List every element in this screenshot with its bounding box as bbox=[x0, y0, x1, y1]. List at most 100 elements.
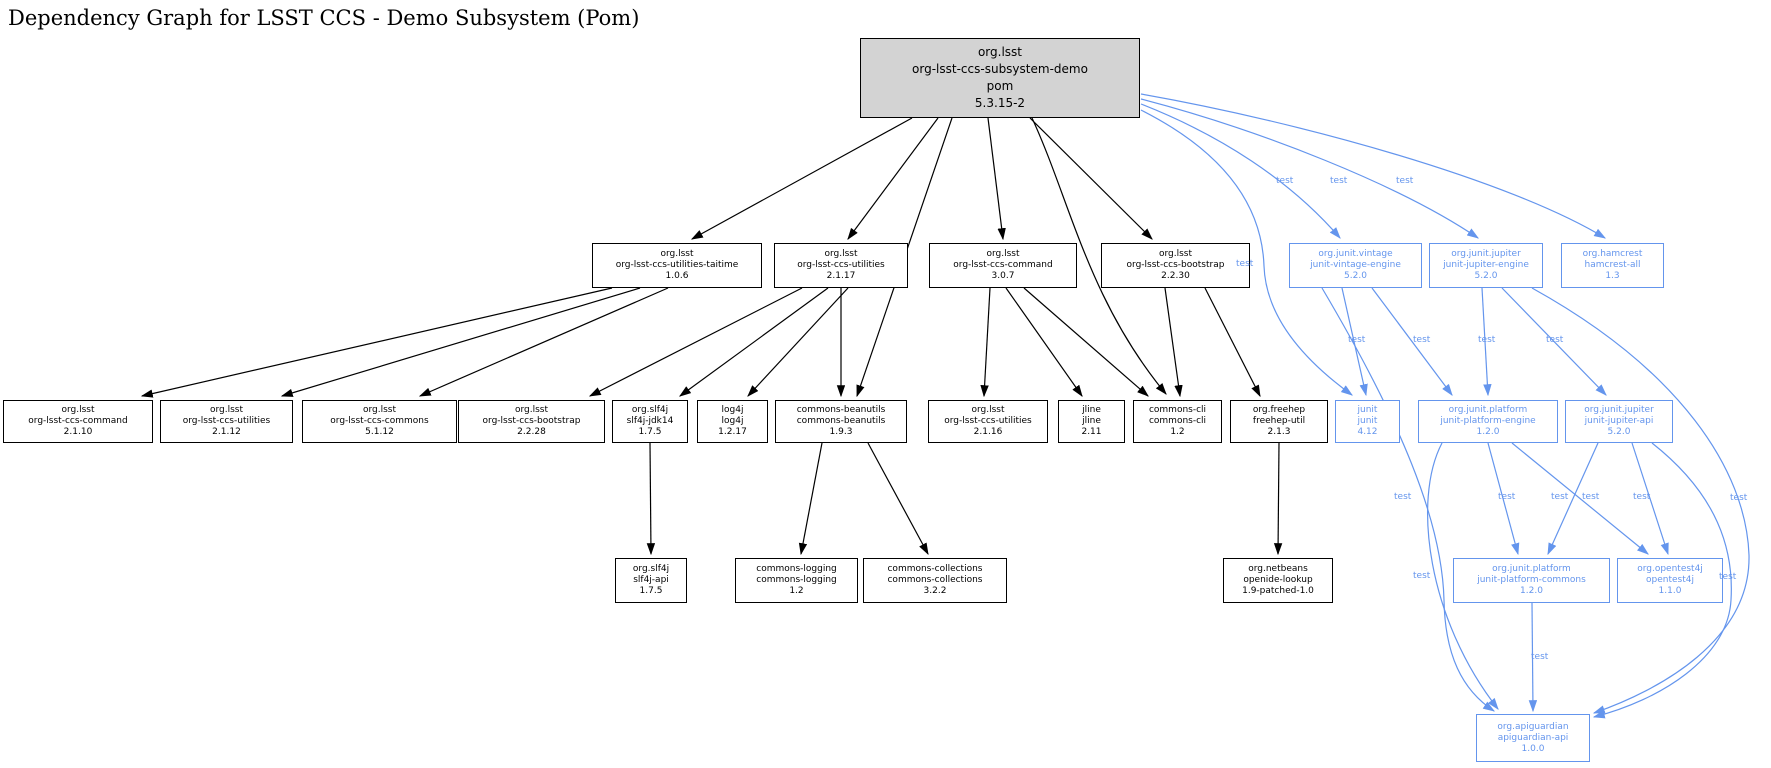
node-artifact: commons-cli bbox=[1148, 416, 1207, 426]
node-junit-vintage-engine: org.junit.vintage junit-vintage-engine 5… bbox=[1289, 243, 1422, 288]
node-version: 3.2.2 bbox=[923, 586, 947, 596]
node-group: org.opentest4j bbox=[1637, 564, 1703, 574]
edge-label-test: test bbox=[1276, 176, 1294, 186]
edge-utilities-2-1-17-to-slf4j-jdk14 bbox=[679, 287, 829, 397]
node-version: 5.1.12 bbox=[365, 427, 394, 437]
node-artifact: commons-logging bbox=[756, 575, 837, 585]
node-org-lsst-ccs-command-2-1-10: org.lsst org-lsst-ccs-command 2.1.10 bbox=[3, 400, 153, 443]
node-group: org.netbeans bbox=[1248, 564, 1308, 574]
node-group: org.lsst bbox=[61, 405, 95, 415]
node-group: log4j bbox=[721, 405, 744, 415]
node-packaging: pom bbox=[986, 79, 1014, 93]
edge-jupiter-api-to-apiguardian bbox=[1592, 442, 1732, 719]
node-apiguardian-api: org.apiguardian apiguardian-api 1.0.0 bbox=[1476, 714, 1590, 762]
node-artifact: org-lsst-ccs-bootstrap bbox=[1126, 260, 1225, 270]
edge-command-3-0-7-to-commons-cli bbox=[1023, 287, 1149, 397]
edge-label-test: test bbox=[1236, 259, 1254, 269]
node-version: 4.12 bbox=[1357, 427, 1378, 437]
node-artifact: junit-platform-commons bbox=[1477, 575, 1586, 585]
node-artifact: log4j bbox=[721, 416, 744, 426]
edge-beanutils-to-commons-logging bbox=[798, 442, 823, 556]
edge-bootstrap-2-2-30-to-commons-cli bbox=[1164, 287, 1183, 398]
node-group: org.lsst bbox=[971, 405, 1005, 415]
edge-platform-commons-to-apiguardian bbox=[1528, 602, 1538, 713]
node-version: 1.2.0 bbox=[1520, 586, 1543, 596]
node-artifact: junit bbox=[1357, 416, 1378, 426]
edge-platform-engine-to-apiguardian bbox=[1427, 442, 1499, 710]
node-jline: jline jline 2.11 bbox=[1058, 400, 1125, 443]
edge-label-test: test bbox=[1730, 493, 1748, 503]
node-version: 1.1.0 bbox=[1658, 586, 1682, 596]
edge-jupiter-api-to-opentest4j bbox=[1631, 442, 1669, 556]
node-artifact: hamcrest-all bbox=[1584, 260, 1641, 270]
edge-root-to-utilities-2-1-17 bbox=[847, 117, 939, 240]
edge-label-test: test bbox=[1396, 176, 1414, 186]
node-junit-jupiter-engine: org.junit.jupiter junit-jupiter-engine 5… bbox=[1429, 243, 1543, 288]
node-group: org.junit.platform bbox=[1492, 564, 1571, 574]
node-freehep-util: org.freehep freehep-util 2.1.3 bbox=[1230, 400, 1328, 443]
edge-utilities-2-1-17-to-log4j bbox=[747, 287, 849, 397]
edge-platform-engine-to-opentest4j bbox=[1511, 442, 1649, 555]
edge-freehep-util-to-openide-lookup bbox=[1273, 442, 1283, 556]
node-group: org.lsst bbox=[1158, 249, 1193, 259]
edge-vintage-engine-to-platform-engine bbox=[1371, 287, 1453, 396]
node-artifact: freehep-util bbox=[1252, 416, 1306, 426]
node-version: 2.2.28 bbox=[517, 427, 546, 437]
node-artifact: openide-lookup bbox=[1243, 575, 1313, 585]
node-version: 1.9-patched-1.0 bbox=[1242, 586, 1314, 596]
node-hamcrest-all: org.hamcrest hamcrest-all 1.3 bbox=[1561, 243, 1664, 288]
node-version: 5.2.0 bbox=[1344, 271, 1367, 281]
edge-root-to-taitime bbox=[690, 117, 913, 240]
edge-label-test: test bbox=[1498, 492, 1516, 502]
edge-root-to-junit bbox=[1140, 109, 1353, 396]
node-org-lsst-ccs-utilities-taitime: org.lsst org-lsst-ccs-utilities-taitime … bbox=[592, 243, 762, 288]
edge-slf4j-jdk14-to-slf4j-api bbox=[646, 442, 656, 556]
edge-label-test: test bbox=[1546, 335, 1564, 345]
node-artifact: commons-beanutils bbox=[796, 416, 886, 426]
node-group: org.junit.vintage bbox=[1318, 249, 1393, 259]
node-artifact: org-lsst-ccs-utilities bbox=[797, 260, 885, 270]
node-group: org.hamcrest bbox=[1582, 249, 1643, 259]
node-artifact: apiguardian-api bbox=[1497, 732, 1569, 743]
edge-vintage-engine-to-apiguardian bbox=[1321, 287, 1496, 712]
node-opentest4j: org.opentest4j opentest4j 1.1.0 bbox=[1617, 558, 1723, 603]
edge-label-test: test bbox=[1633, 492, 1651, 502]
node-version: 2.1.17 bbox=[826, 271, 856, 281]
node-log4j: log4j log4j 1.2.17 bbox=[697, 400, 768, 443]
node-artifact: slf4j-jdk14 bbox=[626, 416, 674, 426]
node-group: junit bbox=[1357, 405, 1378, 415]
node-artifact: junit-jupiter-engine bbox=[1443, 260, 1529, 270]
node-slf4j-api: org.slf4j slf4j-api 1.7.5 bbox=[615, 558, 687, 603]
edge-label-test: test bbox=[1478, 335, 1496, 345]
node-group: org.lsst bbox=[986, 249, 1020, 259]
node-artifact: commons-collections bbox=[887, 575, 983, 585]
edge-platform-engine-to-platform-commons bbox=[1487, 442, 1520, 556]
node-group: commons-collections bbox=[887, 564, 983, 574]
edge-root-to-hamcrest-all bbox=[1140, 93, 1607, 239]
node-version: 2.1.10 bbox=[63, 427, 93, 437]
node-version: 3.0.7 bbox=[991, 271, 1015, 281]
node-version: 2.2.30 bbox=[1161, 271, 1190, 281]
node-group: org.freehep bbox=[1252, 405, 1306, 415]
node-group: org.junit.jupiter bbox=[1451, 249, 1521, 259]
node-group: org.lsst bbox=[660, 249, 694, 259]
node-artifact: org-lsst-ccs-utilities bbox=[944, 416, 1032, 426]
node-version: 1.2.0 bbox=[1476, 427, 1500, 437]
edge-label-test: test bbox=[1531, 652, 1549, 662]
node-group: commons-logging bbox=[756, 564, 837, 574]
node-junit-jupiter-api: org.junit.jupiter junit-jupiter-api 5.2.… bbox=[1565, 400, 1673, 443]
edge-root-to-bootstrap-2-2-30 bbox=[1029, 117, 1153, 240]
node-group: org.lsst bbox=[977, 45, 1023, 59]
node-version: 1.9.3 bbox=[829, 427, 853, 437]
node-group: commons-cli bbox=[1148, 405, 1207, 415]
node-slf4j-jdk14: org.slf4j slf4j-jdk14 1.7.5 bbox=[612, 400, 688, 443]
edge-label-test: test bbox=[1413, 571, 1431, 581]
edge-taitime-to-commons-5-1-12 bbox=[418, 287, 669, 397]
edge-jupiter-engine-to-jupiter-api bbox=[1501, 287, 1607, 396]
edge-jupiter-engine-to-platform-engine bbox=[1481, 287, 1492, 397]
node-artifact: org-lsst-ccs-commons bbox=[330, 416, 429, 426]
node-group: org.lsst bbox=[362, 405, 397, 415]
node-group: org.slf4j bbox=[631, 405, 669, 415]
node-commons-cli: commons-cli commons-cli 1.2 bbox=[1133, 400, 1222, 443]
node-group: jline bbox=[1082, 405, 1101, 415]
